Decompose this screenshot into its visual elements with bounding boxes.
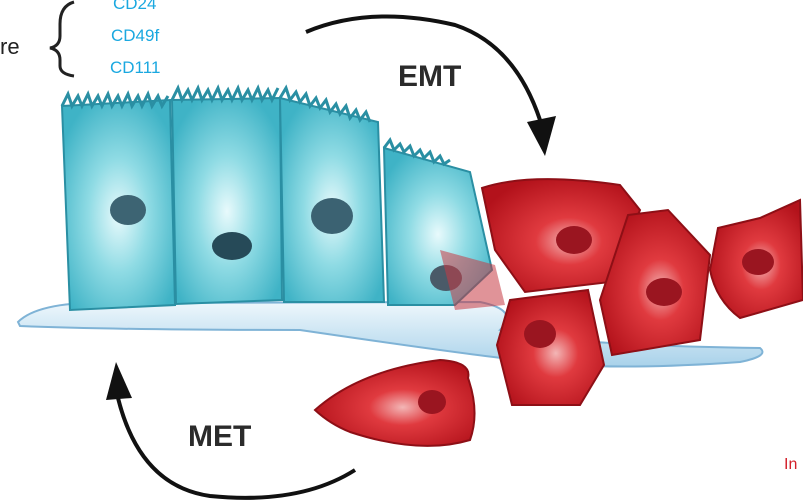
right-label: In (784, 456, 797, 474)
mesenchymal-cell-migrating (315, 360, 475, 446)
curly-brace-icon (50, 2, 74, 76)
mesenchymal-cell (710, 200, 803, 318)
epithelial-cell (280, 88, 384, 302)
marker-label: CD24 (113, 0, 156, 14)
nucleus (212, 232, 252, 260)
mesenchymal-cell (497, 290, 604, 405)
left-label: re (0, 34, 20, 60)
marker-label: CD111 (110, 58, 160, 78)
emt-arrowhead-icon (527, 116, 556, 156)
marker-label: CD49f (111, 26, 159, 46)
epithelial-cell (62, 94, 175, 310)
epithelial-cell (172, 88, 282, 304)
emt-label: EMT (398, 60, 461, 94)
nucleus (110, 195, 146, 225)
epithelial-cell-transitioning (384, 140, 505, 310)
nucleus (311, 198, 353, 234)
met-label: MET (188, 420, 251, 454)
met-arrowhead-icon (106, 362, 132, 400)
